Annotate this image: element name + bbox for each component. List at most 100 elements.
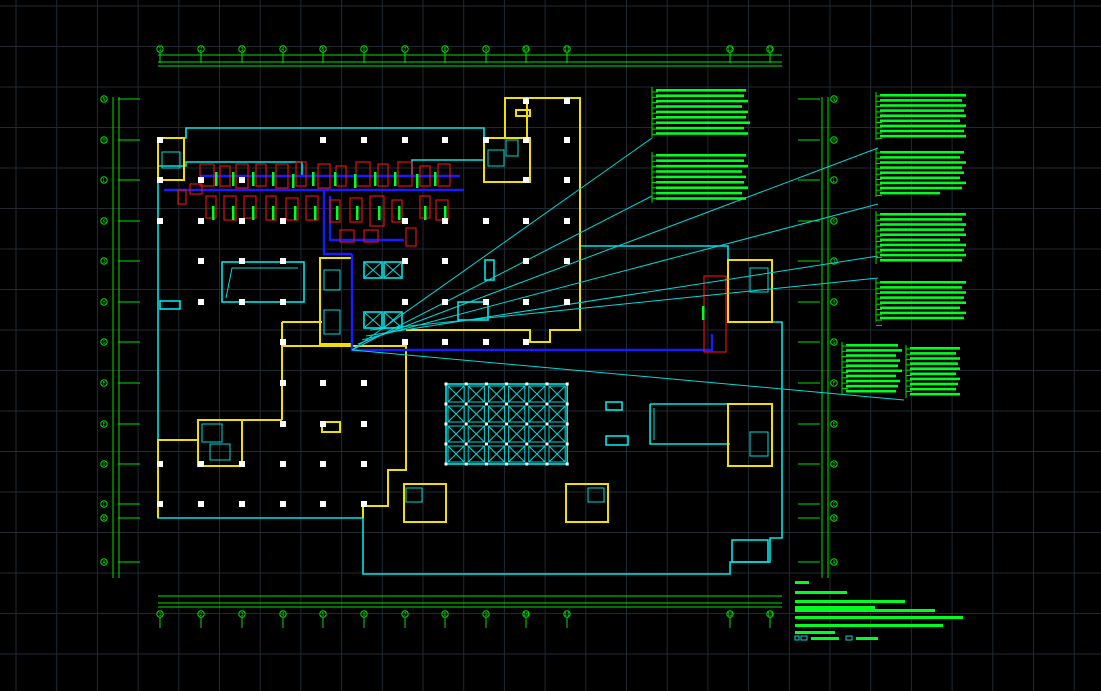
hvac-unit <box>205 195 217 219</box>
equipment-tag <box>416 174 419 188</box>
note-block-line <box>880 151 964 154</box>
hvac-unit <box>391 199 403 223</box>
note-block-line <box>880 253 966 257</box>
column <box>320 461 326 467</box>
legend-text <box>856 637 878 640</box>
axis-bubble-right <box>830 558 838 566</box>
skylight-panel <box>467 405 485 423</box>
column <box>280 339 286 345</box>
axis-label: 8 <box>443 47 446 53</box>
axis-bubble-right <box>830 257 838 265</box>
axis-bubble-right <box>830 298 838 306</box>
column <box>157 137 163 143</box>
skylight-panel <box>528 425 546 443</box>
axis-label: 5 <box>321 47 324 53</box>
axis-bubble-left <box>100 514 108 522</box>
equipment-tag <box>354 174 357 188</box>
note-block-line <box>880 99 962 102</box>
note-block-line <box>656 99 748 103</box>
legend-text <box>795 606 875 609</box>
hvac-unit <box>397 161 413 187</box>
annotation-blocks <box>651 87 966 398</box>
skylight-panel <box>447 445 465 463</box>
axis-label-right: L <box>832 178 835 184</box>
hvac-unit <box>265 195 277 221</box>
top-dimension-chain <box>158 54 782 67</box>
hvac-unit <box>355 161 371 187</box>
note-block-line <box>880 248 964 252</box>
skylight-x <box>548 385 566 403</box>
atrium-column <box>464 402 468 406</box>
hvac-unit <box>305 195 319 221</box>
axis-label-left: C <box>102 502 105 508</box>
atrium-column <box>565 382 569 386</box>
note-block-line <box>846 384 898 388</box>
hvac-unit <box>363 229 379 243</box>
note-block-line <box>880 124 966 128</box>
stair-cores <box>161 139 769 503</box>
axis-label-right: M <box>832 138 835 144</box>
column <box>442 339 448 345</box>
column <box>523 299 529 305</box>
note-block-line <box>880 301 966 304</box>
column <box>402 299 408 305</box>
skylight-x <box>508 425 526 443</box>
axis-bubble-left <box>100 257 108 265</box>
column <box>523 218 529 224</box>
equipment-tag <box>272 172 275 186</box>
note-block-line <box>880 176 960 180</box>
axis-label-left: H <box>102 300 105 306</box>
axis-bubble-left <box>100 95 108 103</box>
column <box>157 218 163 224</box>
atrium-column <box>565 462 569 466</box>
column <box>239 258 245 264</box>
note-block-line <box>910 377 960 381</box>
axis-label: 12 <box>727 612 733 618</box>
note-block-line <box>910 352 956 355</box>
skylight-x <box>447 405 465 423</box>
note-block-line <box>880 258 962 262</box>
note-block-line <box>910 382 958 386</box>
legend-text <box>795 616 963 619</box>
axis-label: 13 <box>767 47 773 53</box>
axis-bubble-left <box>100 420 108 428</box>
note-block-line <box>656 110 748 114</box>
axis-label: 4 <box>281 47 284 53</box>
axis-label-left: N <box>102 97 105 103</box>
axis-label: 4 <box>281 612 284 618</box>
axis-bubble-right <box>830 379 838 387</box>
axis-bubble-left <box>100 338 108 346</box>
column <box>523 177 529 183</box>
atrium-column <box>565 422 569 426</box>
atrium-column <box>484 422 488 426</box>
column <box>157 501 163 507</box>
axis-label: 8 <box>443 612 446 618</box>
axis-label-left: J <box>102 259 105 265</box>
legend-swatch <box>794 635 800 641</box>
skylight-panel <box>528 405 546 423</box>
core-walls <box>157 97 773 523</box>
axis-label: 1 <box>158 47 161 53</box>
note-block-line <box>880 233 966 236</box>
equipment-tag <box>232 206 235 220</box>
axis-bubble-right <box>830 338 838 346</box>
column <box>198 299 204 305</box>
axis-label: 3 <box>240 47 243 53</box>
hvac-unit <box>235 163 249 189</box>
equipment-tag <box>378 206 381 220</box>
axis-label: 10 <box>523 612 529 618</box>
axis-label-right: N <box>832 97 835 103</box>
note-block-line <box>846 349 902 352</box>
atrium-column <box>565 402 569 406</box>
atrium-column <box>484 442 488 446</box>
skylight-panel <box>487 425 506 443</box>
axis-bubble-right <box>830 95 838 103</box>
note-block-line <box>910 347 960 350</box>
column <box>320 501 326 507</box>
note-block-line <box>880 181 966 185</box>
note-block-line <box>880 161 966 164</box>
legend-text <box>795 591 847 594</box>
column <box>239 177 245 183</box>
note-block-line <box>880 228 964 231</box>
